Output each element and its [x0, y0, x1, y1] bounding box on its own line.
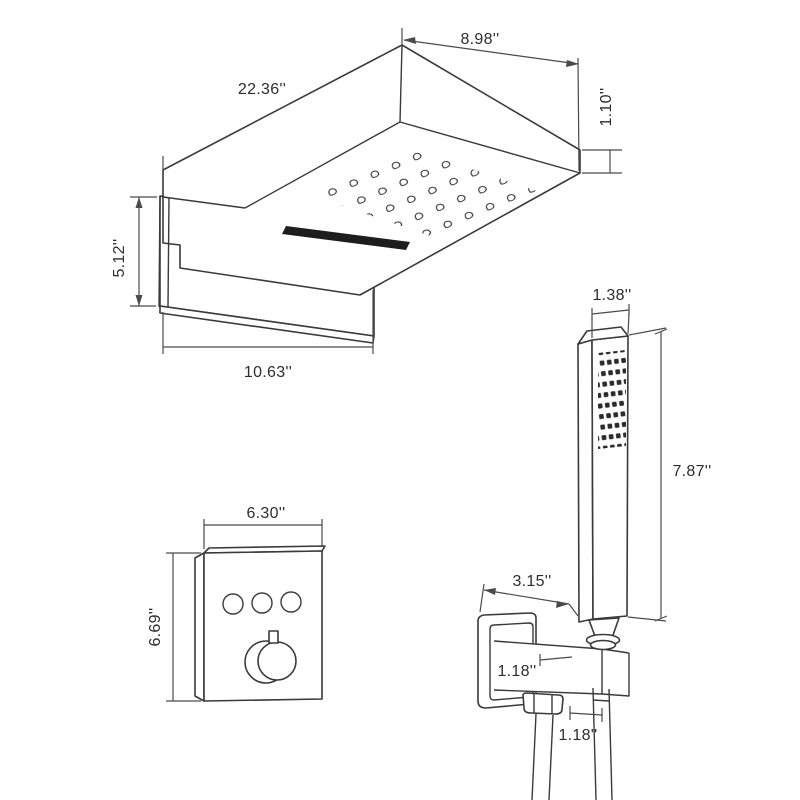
valve-width-label: 6.30'' — [246, 505, 285, 522]
dimension-outlet-width: 1.18'' — [558, 706, 603, 744]
hand-shower-nozzles — [598, 350, 626, 449]
dimension-hand-width: 1.38'' — [591, 287, 631, 338]
dimension-head-depth: 8.98'' — [403, 31, 580, 172]
valve-knob-indicator — [268, 630, 279, 644]
head-bottom-face-right-edge — [399, 121, 581, 174]
plate-height-label: 5.12'' — [111, 238, 128, 277]
hex-nut — [522, 692, 564, 715]
holder-height-label: 1.18'' — [497, 663, 536, 680]
waterfall-slot — [282, 226, 410, 250]
outlet-width-label: 1.18'' — [558, 727, 597, 744]
valve-button-1 — [222, 593, 244, 615]
shower-hose-right — [592, 687, 613, 800]
dimension-holder-projection: 3.15'' — [479, 573, 579, 617]
wand-collar — [585, 633, 621, 651]
head-width-label: 22.36'' — [238, 81, 286, 98]
valve-knob — [244, 630, 297, 684]
hand-length-label: 7.87'' — [672, 463, 711, 480]
shower-hose-left — [531, 713, 554, 800]
head-depth-label: 8.98'' — [460, 31, 499, 48]
wall-plate-front-edges — [158, 195, 246, 308]
plate-width-label: 10.63'' — [244, 364, 292, 381]
holder-bracket-assembly: 3.15'' 1.18'' 1.18'' — [477, 573, 630, 800]
dimension-head-thickness: 1.10'' — [582, 87, 622, 174]
holder-projection-label: 3.15'' — [512, 573, 551, 590]
head-thickness-label: 1.10'' — [598, 87, 615, 126]
dimension-plate-width: 10.63'' — [162, 290, 374, 381]
dimension-valve-height: 6.69'' — [147, 552, 201, 702]
dimension-holder-height: 1.18'' — [497, 654, 573, 680]
hand-width-label: 1.38'' — [592, 287, 631, 304]
rain-shower-head-assembly: 22.36'' 8.98'' 1.10'' 5.12'' 10.63'' — [111, 28, 622, 381]
valve-height-label: 6.69'' — [147, 607, 164, 646]
dimension-valve-width: 6.30'' — [203, 505, 323, 549]
head-back-edge — [399, 44, 403, 123]
valve-buttons — [222, 591, 302, 615]
wand-top-face — [577, 326, 629, 345]
dimension-plate-height: 5.12'' — [111, 196, 157, 307]
dimension-hand-length: 7.87'' — [627, 327, 711, 622]
head-bottom-face-left-edge — [244, 121, 401, 209]
valve-button-3 — [280, 591, 302, 613]
valve-assembly: 6.30'' 6.69'' — [147, 505, 326, 702]
hand-shower-assembly: 1.38'' 7.87'' — [577, 287, 711, 640]
dimension-head-width: 22.36'' — [162, 28, 403, 178]
valve-button-2 — [251, 592, 273, 614]
hand-shower-wand — [577, 326, 629, 623]
